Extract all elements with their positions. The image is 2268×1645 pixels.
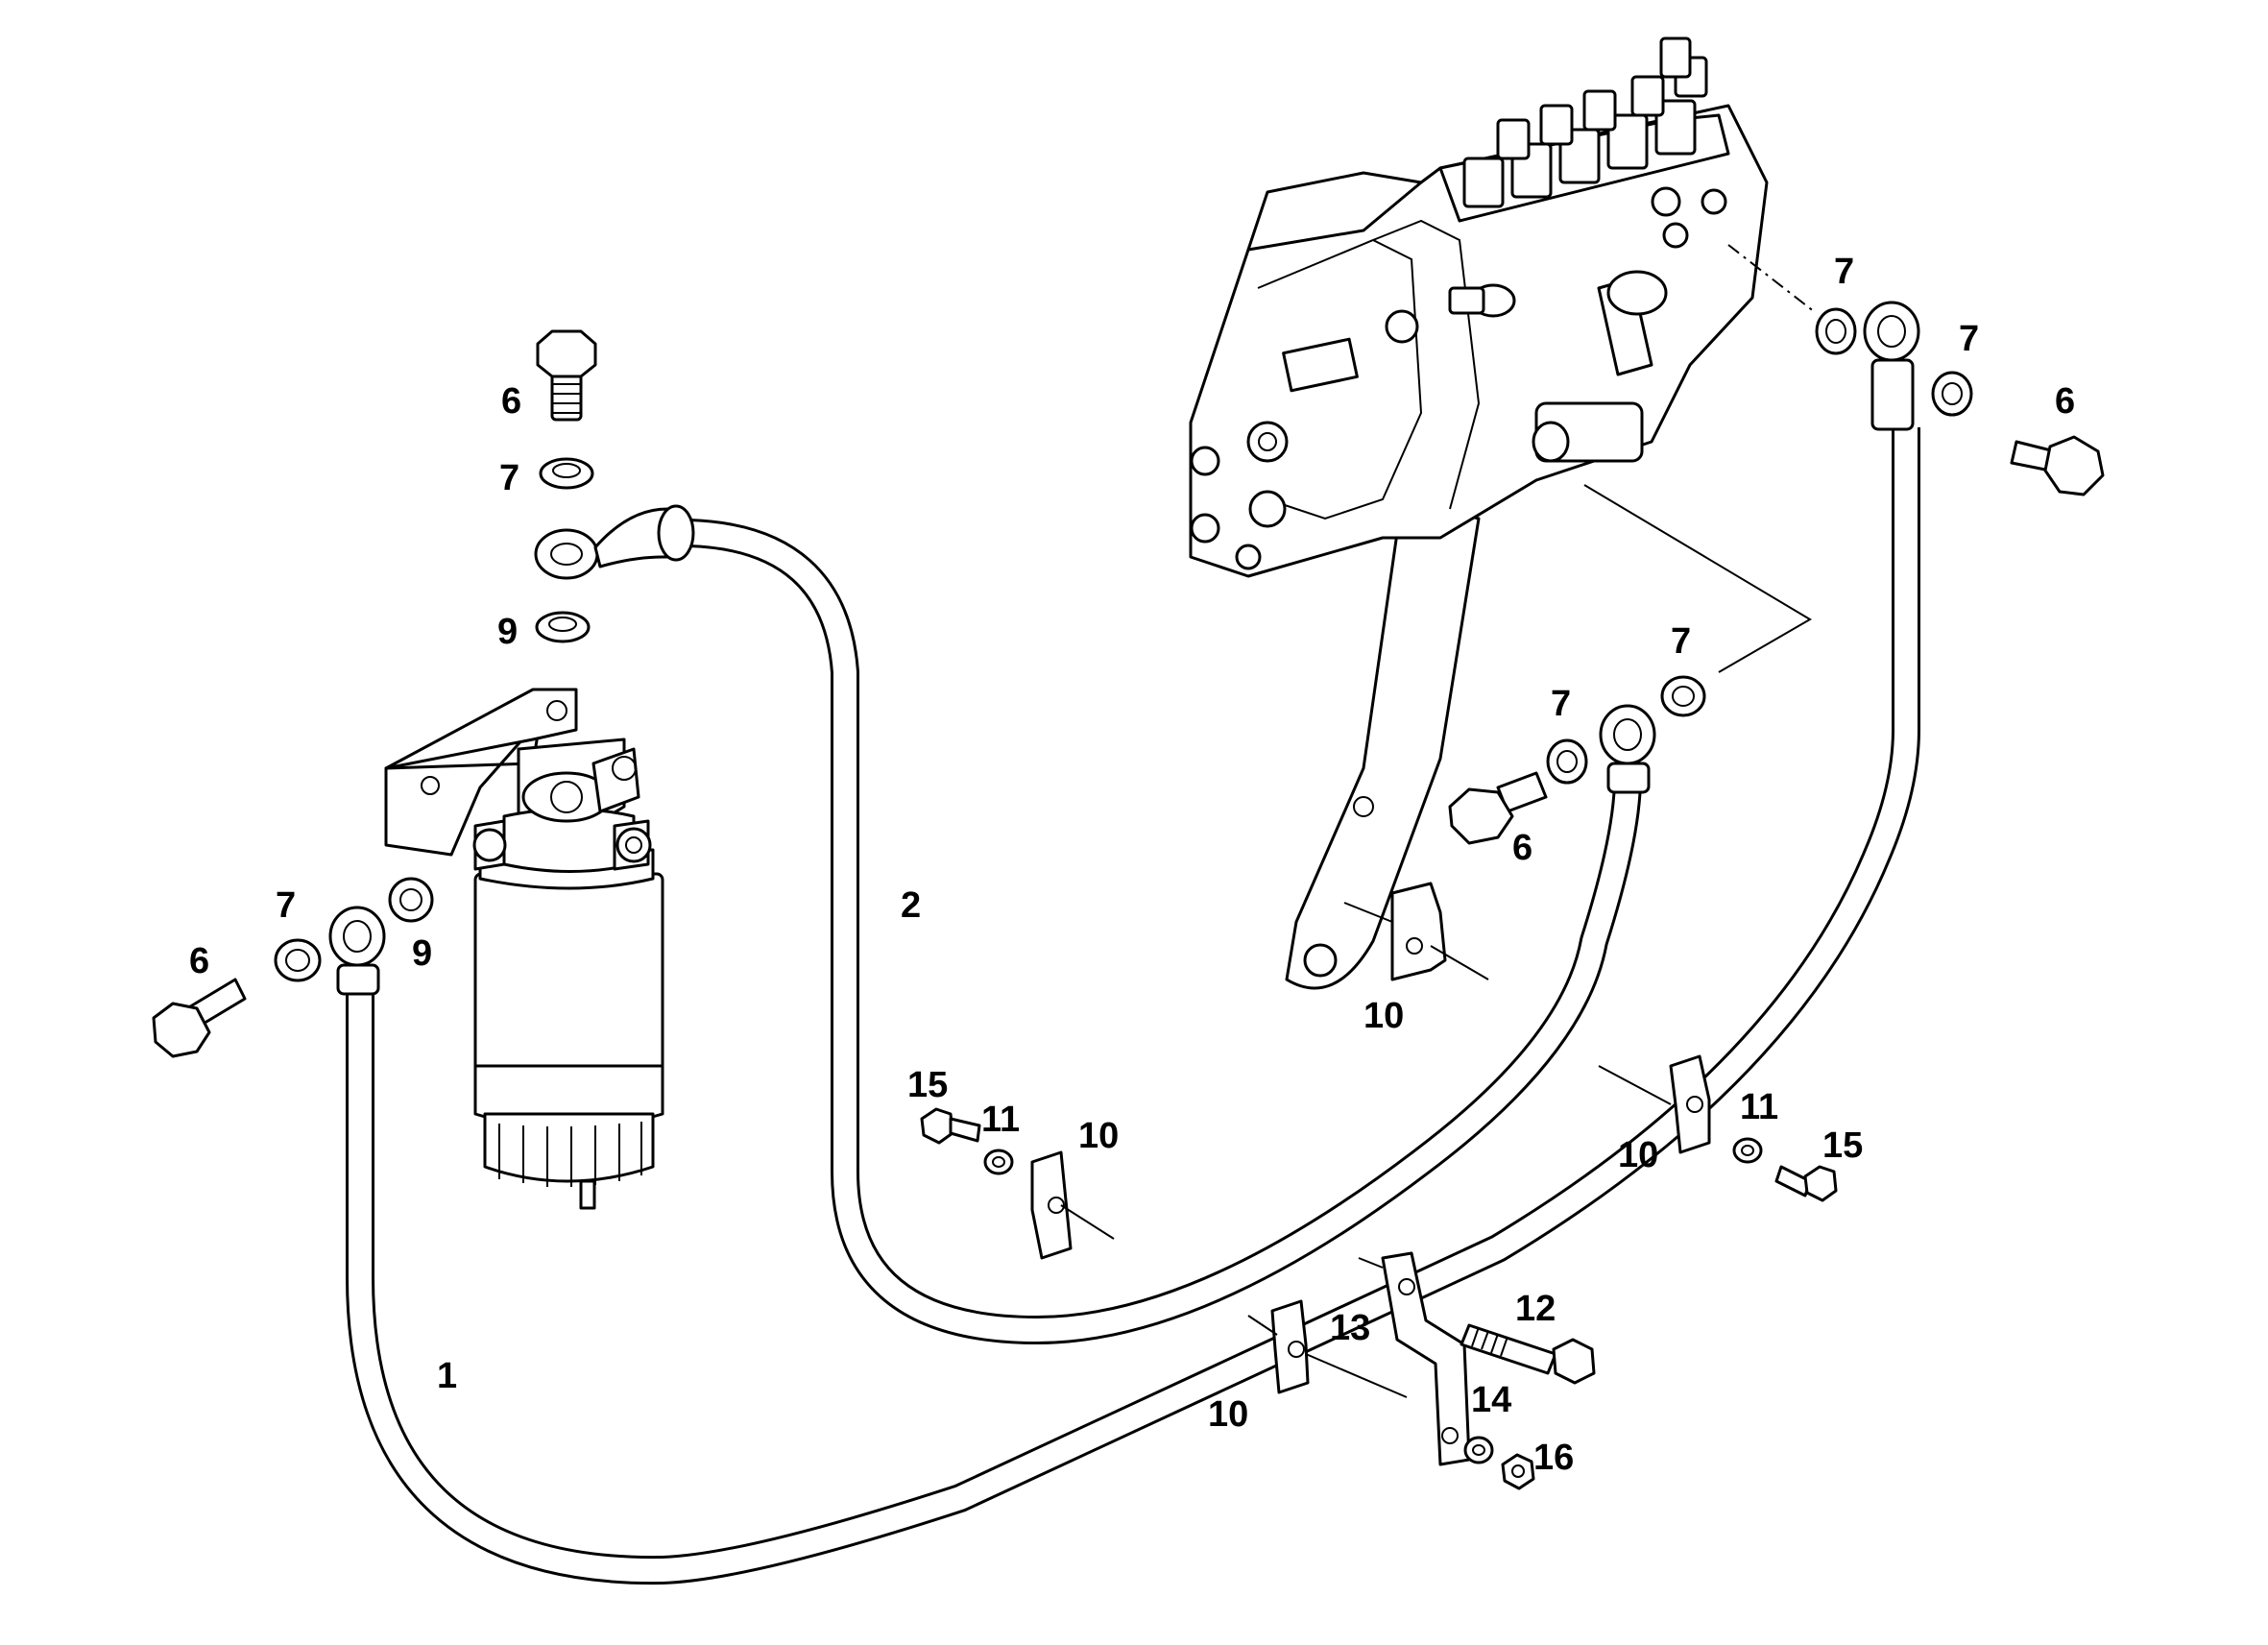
callout-7: 7 [1834, 252, 1854, 292]
callout-1: 1 [437, 1356, 457, 1396]
bolt-12 [1460, 1323, 1596, 1385]
callout-7: 7 [1671, 621, 1691, 662]
fuel-filter [384, 688, 664, 1210]
injection-pump [1189, 36, 1769, 990]
banjo-bolt-middle [1448, 771, 1548, 845]
hose-1 [346, 427, 1920, 1585]
nut-16 [1501, 1453, 1535, 1490]
callout-6: 6 [501, 381, 521, 422]
pump-mounting-bracket [1285, 497, 1481, 990]
callout-10: 10 [1078, 1116, 1119, 1156]
callout-9: 9 [412, 933, 432, 974]
callout-15: 15 [907, 1065, 948, 1105]
callout-7: 7 [1959, 319, 1979, 359]
washer-7-mid-a [1660, 675, 1706, 717]
banjo-bolt-left [152, 978, 247, 1058]
callout-12: 12 [1515, 1289, 1556, 1329]
clamp-10-left [1030, 1150, 1073, 1260]
callout-7: 7 [499, 458, 519, 498]
banjo-fitting-filter-left [328, 906, 386, 996]
banjo-bolt-right [2010, 435, 2105, 496]
clamp-10-upper [1390, 882, 1447, 981]
delivery-valves [1462, 36, 1708, 208]
assembly-lines [1060, 244, 1816, 1398]
callout-9: 9 [497, 612, 518, 652]
callout-14: 14 [1471, 1380, 1511, 1420]
washer-14 [1463, 1436, 1494, 1464]
hose-2 [688, 519, 1642, 1344]
callout-6: 6 [1512, 828, 1532, 868]
callout-11: 11 [1740, 1087, 1778, 1127]
callout-10: 10 [1618, 1135, 1658, 1175]
bolt-15-left [920, 1107, 981, 1145]
callout-16: 16 [1533, 1438, 1574, 1478]
callout-7: 7 [276, 885, 296, 926]
callout-2: 2 [901, 885, 921, 926]
banjo-fitting-pump-right [1863, 301, 1920, 431]
washer-11-left [983, 1149, 1014, 1175]
callout-10: 10 [1363, 996, 1404, 1036]
callout-6: 6 [189, 941, 209, 981]
callout-13: 13 [1330, 1308, 1370, 1348]
washer-11-right [1732, 1137, 1763, 1164]
clamp-10-lower [1270, 1299, 1310, 1394]
washer-7-mid-b [1546, 738, 1588, 785]
washer-7-pump-b [1931, 371, 1973, 417]
clamp-10-right [1669, 1054, 1711, 1154]
bolt-15-right [1774, 1165, 1838, 1202]
callout-6: 6 [2055, 381, 2075, 422]
washer-7-left [274, 938, 322, 982]
callouts: 6 7 9 7 9 6 2 1 7 7 6 7 7 6 10 15 11 10 … [189, 252, 2075, 1478]
washer-7-top [539, 457, 594, 490]
callout-15: 15 [1822, 1125, 1863, 1166]
banjo-fitting-filter-top [534, 504, 695, 580]
callout-10: 10 [1208, 1394, 1248, 1435]
washer-9-top [535, 611, 591, 643]
washer-9-left [388, 877, 434, 923]
callout-7: 7 [1551, 684, 1571, 724]
banjo-fitting-pump-lower [1599, 704, 1656, 794]
washer-7-pump-a [1815, 307, 1857, 355]
filter-bowl [473, 872, 664, 1077]
banjo-bolt-top [536, 329, 597, 422]
callout-11: 11 [981, 1100, 1020, 1140]
